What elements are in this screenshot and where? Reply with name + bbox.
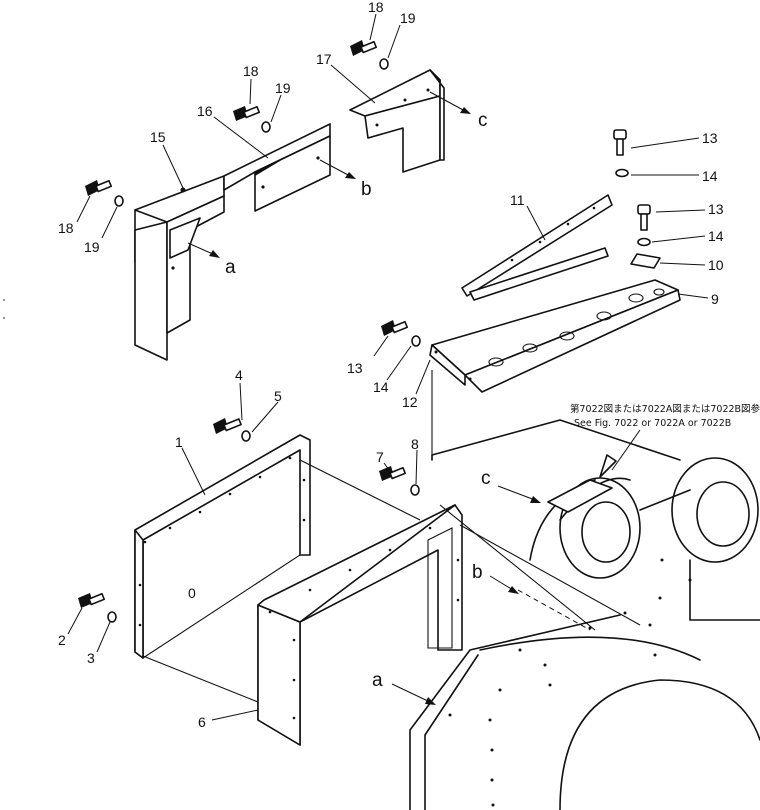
label-16: 16 [197,103,213,119]
label-18-left: 18 [58,220,74,236]
leader-lines [67,13,709,721]
panel-frame-1 [134,434,311,660]
cover-plate-16 [223,123,331,212]
bolt-4 [213,418,242,434]
bolt-13-right [637,204,651,231]
margin-speck [3,317,5,319]
label-8: 8 [411,436,419,452]
panel-mark: 0 [188,585,196,601]
label-12: 12 [402,394,418,410]
letter-a-bottom: a [372,670,383,691]
reference-note-english: See Fig. 7022 or 7022A or 7022B [574,418,731,429]
base-plate-9 [429,279,681,393]
washer-19-left [114,195,124,207]
washer-14-right [637,237,651,247]
label-11: 11 [510,192,525,208]
small-plate-10 [630,253,661,269]
bolt-13-top [613,129,627,156]
letter-b-bottom: b [472,562,483,583]
label-3: 3 [87,650,95,666]
washer-8 [410,484,420,496]
washer-19-middle [261,121,271,133]
label-6: 6 [198,714,206,730]
label-14-left: 14 [373,379,389,395]
bolt-2 [78,592,106,608]
label-5: 5 [274,388,282,404]
label-13-right: 13 [708,201,724,217]
washer-14-top [615,168,629,178]
label-9: 9 [711,291,719,307]
label-15: 15 [150,129,166,145]
washer-3 [107,611,117,623]
label-19-top: 19 [400,10,416,26]
bolt-13-left [381,320,409,336]
label-18-top: 18 [368,0,384,15]
letter-b-top: b [361,179,372,200]
reference-note-japanese: 第7022図または7022A図または7022B図参照 [570,403,760,415]
label-7: 7 [376,449,384,465]
label-1: 1 [175,434,183,450]
arrow-b-top [319,159,356,179]
frame-6 [257,504,463,746]
label-14-top: 14 [702,168,718,184]
label-19-middle: 19 [275,80,291,96]
washer-5 [241,430,251,442]
bolt-18-top [350,40,378,56]
label-2: 2 [58,632,66,648]
washer-14-left [411,335,421,347]
arrow-c-top [429,91,471,114]
label-17: 17 [316,51,332,67]
side-cover-15 [134,175,225,361]
label-10: 10 [708,257,724,273]
letter-c-bottom: c [481,468,491,489]
bracket-17 [349,69,445,173]
letter-c-top: c [478,110,488,131]
strip-11 [461,194,613,301]
arrow-a-bottom [391,683,436,705]
margin-speck [3,299,5,301]
arrow-reference [599,429,641,478]
label-13-top: 13 [702,130,718,146]
label-14-right: 14 [708,228,724,244]
washer-19-top [379,58,389,70]
bolt-18-middle [233,105,261,121]
label-18-middle: 18 [243,63,259,79]
label-13-left: 13 [347,360,363,376]
arrow-c-bottom [497,485,541,503]
label-19-left: 19 [84,239,100,255]
arrow-a-top [187,242,220,258]
bolt-18-left [85,179,113,196]
arrow-b-bottom [489,575,519,594]
letter-a-top: a [225,257,236,278]
label-4: 4 [235,367,243,383]
bolt-7 [379,466,407,481]
